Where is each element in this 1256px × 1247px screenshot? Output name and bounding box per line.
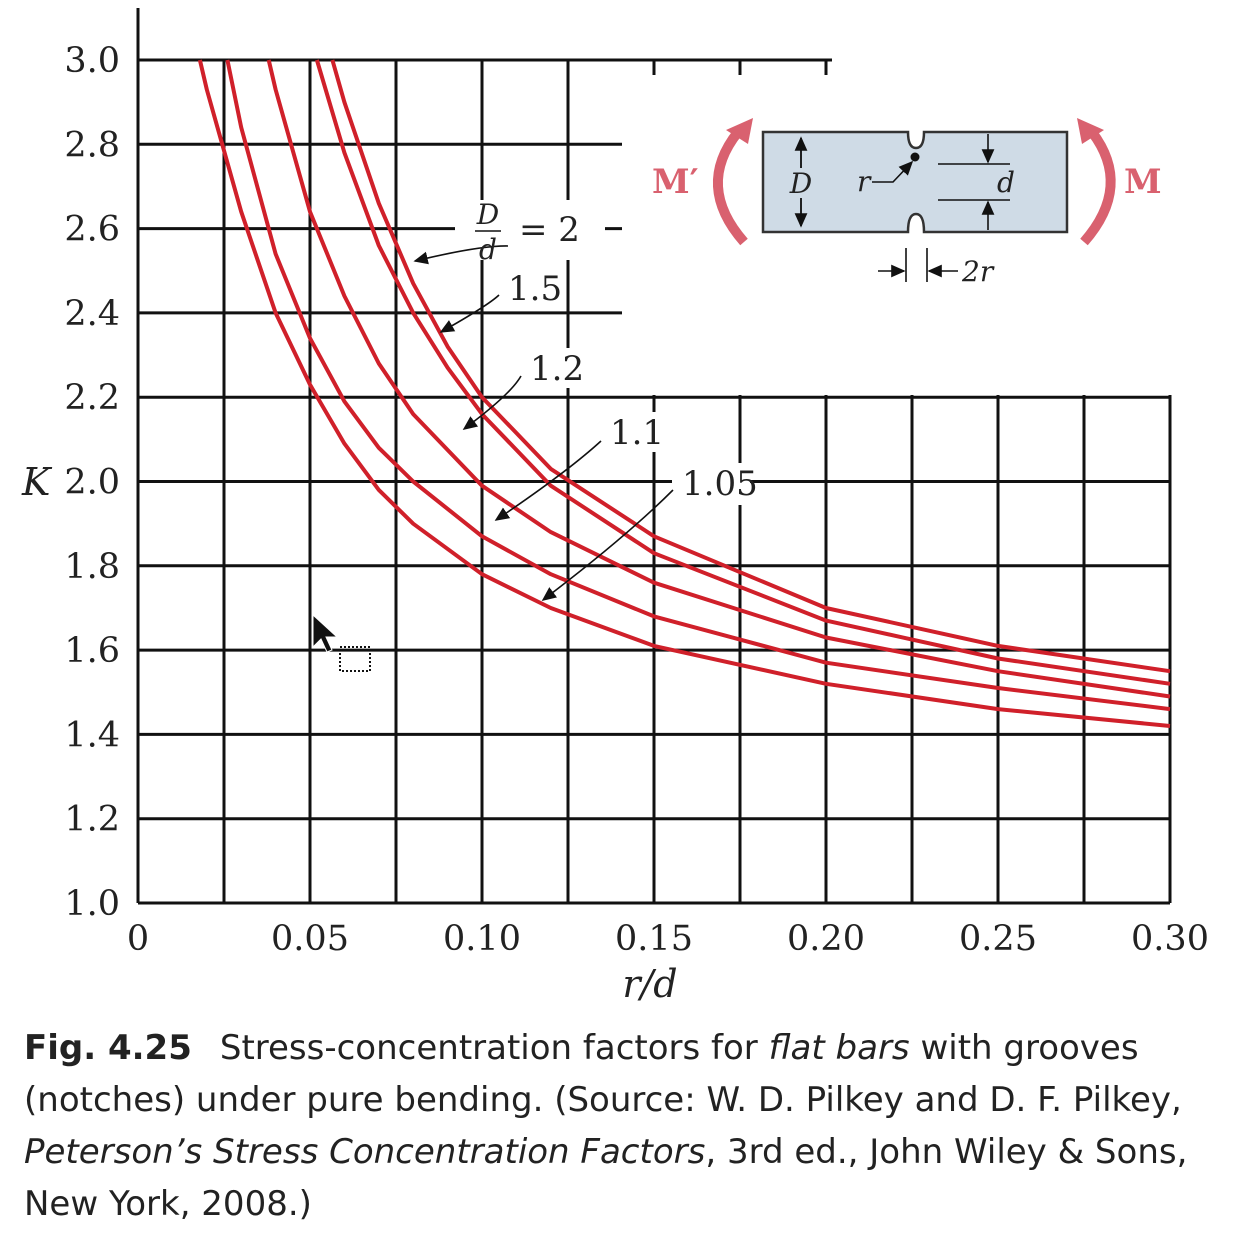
y-tick-label: 2.6 xyxy=(64,210,120,250)
moment-right-arc xyxy=(1080,128,1116,246)
fraction-numerator: D xyxy=(476,198,499,231)
curve-label: = 2 xyxy=(519,210,580,250)
y-tick-label: 1.4 xyxy=(64,715,120,755)
moment-left-arrowhead xyxy=(726,118,753,144)
caption-text-2: with grooves (notches) under pure bendin… xyxy=(24,1028,1182,1120)
inset-mask xyxy=(832,58,1172,80)
curve-label: 1.1 xyxy=(610,413,664,453)
label-mask xyxy=(672,463,750,505)
y-tick-label: 2.4 xyxy=(64,294,120,334)
x-tick-label: 0.10 xyxy=(443,919,521,959)
x-tick-label: 0 xyxy=(127,919,149,959)
moment-left-arc xyxy=(713,128,748,246)
chart-curves xyxy=(197,59,1171,728)
curve-d-over-d-1.1 xyxy=(225,59,1171,712)
figure-number: Fig. 4.25 xyxy=(24,1028,192,1068)
x-tick-label: 0.05 xyxy=(271,919,349,959)
x-axis-title: r/d xyxy=(622,962,677,1006)
curve-d-over-d-2 xyxy=(330,59,1171,674)
y-tick-label: 2.0 xyxy=(64,463,120,503)
stress-concentration-chart: 1.0 1.2 1.4 1.6 1.8 2.0 2.2 2.4 2.6 2.8 3.0 0 0.05 0.… xyxy=(21,8,1209,1006)
y-axis-title: K xyxy=(21,460,53,504)
inset-mask xyxy=(622,75,1182,395)
y-tick-label: 3.0 xyxy=(64,41,120,81)
moment-right-label: M xyxy=(1124,162,1162,202)
mouse-cursor-icon xyxy=(312,613,371,672)
y-tick-label: 1.8 xyxy=(64,547,120,587)
chart-curve-labels: = 2 1.5 1.2 1.1 1.05 Dd xyxy=(413,198,758,601)
x-tick-label: 0.30 xyxy=(1131,919,1209,959)
y-tick-label: 1.2 xyxy=(64,800,120,840)
dim-D-mask xyxy=(788,168,814,198)
chart-axes xyxy=(136,8,1170,905)
label-mask xyxy=(600,412,656,452)
curve-d-over-d-1.2 xyxy=(266,59,1171,699)
label-mask xyxy=(455,200,605,260)
y-tick-label: 1.6 xyxy=(64,631,120,671)
curve-leader-arrow xyxy=(439,294,500,333)
moment-right-arrowhead xyxy=(1077,118,1104,144)
x-tick-label: 0.25 xyxy=(959,919,1037,959)
label-r: r xyxy=(857,165,872,198)
label-2r: 2r xyxy=(961,255,995,288)
caption-text-1: Stress-concentration factors for xyxy=(219,1028,769,1068)
radius-leader xyxy=(872,160,914,183)
curve-label: 1.2 xyxy=(530,349,584,389)
figure-caption: Fig. 4.25 Stress-concentration factors fo… xyxy=(24,1022,1224,1230)
fraction-denominator: d xyxy=(479,233,497,266)
curve-leader-arrow xyxy=(462,375,522,430)
x-tick-label: 0.15 xyxy=(615,919,693,959)
y-tick-label: 1.0 xyxy=(64,884,120,924)
chart-tick-labels: 1.0 1.2 1.4 1.6 1.8 2.0 2.2 2.4 2.6 2.8 3.0 0 0.05 0.… xyxy=(21,41,1209,1006)
x-tick-label: 0.20 xyxy=(787,919,865,959)
curve-leader-arrow xyxy=(413,245,509,265)
curve-d-over-d-1.5 xyxy=(314,59,1171,686)
curve-leader-arrow xyxy=(541,489,674,601)
label-D: D xyxy=(789,167,812,200)
curve-leader-arrow xyxy=(494,440,602,521)
label-mask xyxy=(498,268,556,308)
caption-text-3: , 3rd ed., John Wiley & Sons, New York, … xyxy=(24,1132,1188,1224)
curve-label: 1.05 xyxy=(682,464,758,504)
label-d: d xyxy=(997,166,1015,199)
notch-center-dot xyxy=(910,152,920,162)
y-tick-label: 2.8 xyxy=(64,125,120,165)
caption-italic-1: flat bars xyxy=(768,1028,910,1068)
curve-label: 1.5 xyxy=(508,269,562,309)
curve-d-over-d-1.05 xyxy=(197,59,1171,728)
label-mask xyxy=(520,348,580,388)
y-tick-label: 2.2 xyxy=(64,378,120,418)
moment-left-label: M′ xyxy=(652,162,699,202)
caption-italic-2: Peterson’s Stress Concentration Factors xyxy=(24,1132,706,1172)
